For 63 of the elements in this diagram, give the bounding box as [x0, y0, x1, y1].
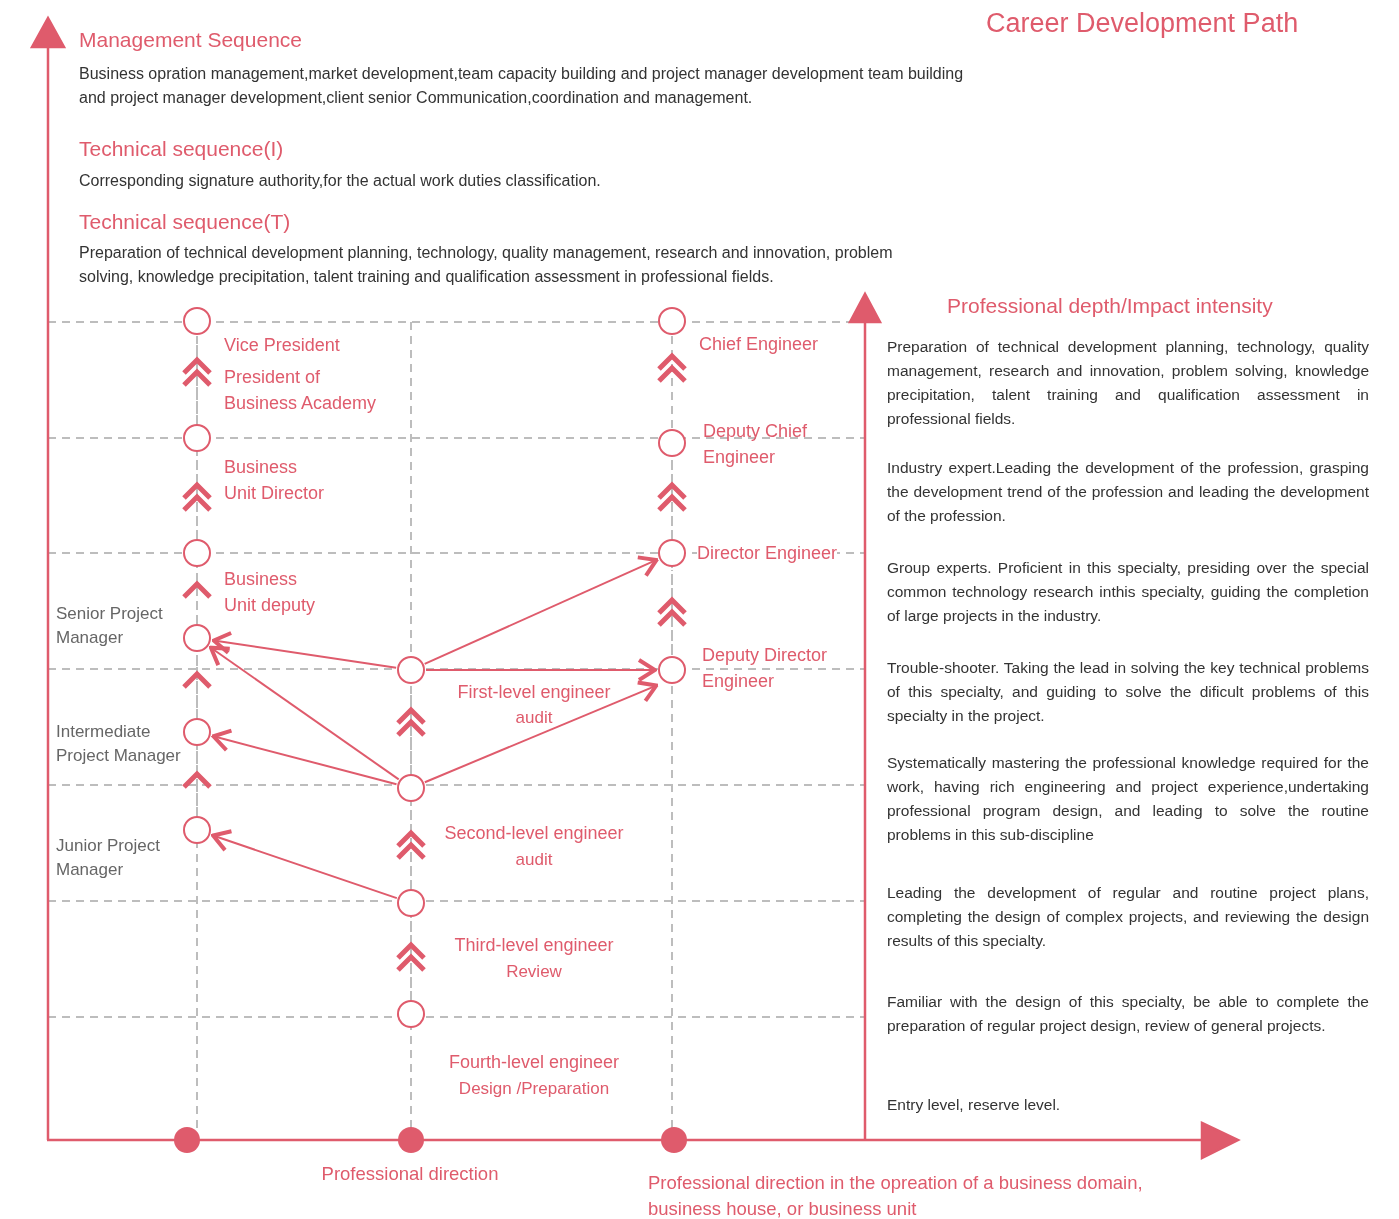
- arrow: [211, 631, 398, 669]
- position-label: Vice President: [224, 334, 341, 357]
- level-circle: [397, 889, 425, 917]
- chevron-arrow: [395, 686, 427, 774]
- level-description: Trouble-shooter. Taking the lead in solving the key technical problems of this specialty, and guiding to solve the dificult problems of this specialty in the project.: [887, 658, 1369, 726]
- level-circle: [183, 424, 211, 452]
- arrow: [211, 728, 398, 786]
- level-circle: [658, 656, 686, 684]
- position-label: Chief Engineer: [699, 333, 820, 356]
- level-circle: [397, 774, 425, 802]
- chevron-arrow: [395, 919, 427, 1000]
- axis-title: Professional depth/Impact intensity: [947, 293, 1273, 319]
- level-description: Entry level, reserve level.: [887, 1095, 1062, 1115]
- level-description: Preparation of technical development planning, technology, quality management, research and innovation, problem solving, knowledge precipitation, talent training and qualification assessment in professional fields.: [887, 337, 1369, 429]
- position-label: First-level engineer: [456, 681, 612, 704]
- arrow: [425, 658, 657, 682]
- level-circle: [658, 539, 686, 567]
- task-label: audit: [514, 849, 554, 871]
- arrow: [423, 555, 659, 665]
- level-circle: [658, 429, 686, 457]
- position-label: Fourth-level engineer: [447, 1051, 621, 1074]
- level-circle: [183, 624, 211, 652]
- level-circle: [397, 656, 425, 684]
- position-label: Business Unit Director: [224, 456, 326, 505]
- position-label: President of Business Academy: [224, 366, 378, 415]
- position-label: Third-level engineer: [453, 934, 615, 957]
- arrow: [423, 680, 659, 784]
- position-label: Junior Project Manager: [56, 835, 161, 881]
- position-label: Intermediate Project Manager: [56, 721, 182, 767]
- chevron-arrow: [181, 337, 213, 424]
- level-circle: [183, 718, 211, 746]
- chevron-arrow: [656, 459, 688, 539]
- axis-label: Professional direction in the opreation of a business domain, business house, or business unit: [648, 1171, 1144, 1219]
- arrow: [211, 829, 398, 900]
- level-circle: [658, 307, 686, 335]
- position-label: Business Unit deputy: [224, 568, 317, 617]
- section-heading: Management Sequence: [79, 27, 302, 53]
- level-description: Leading the development of regular and routine project plans, completing the design of complex projects, and reviewing the design results of this specialty.: [887, 883, 1369, 951]
- section-description: Corresponding signature authority,for the actual work duties classification.: [79, 171, 602, 191]
- section-heading: Technical sequence(T): [79, 209, 291, 235]
- position-label: Deputy Director Engineer: [702, 644, 829, 693]
- section-description: Business opration management,market development,team capacity building and project manager development team building and project manager development,client senior Communication,coordination and management.: [79, 64, 965, 108]
- level-circle: [183, 307, 211, 335]
- position-label: Deputy Chief Engineer: [703, 420, 809, 469]
- level-description: Industry expert.Leading the development of the profession, grasping the development trend of the profession and leading the development of the profession.: [887, 458, 1369, 526]
- chevron-arrow: [656, 569, 688, 656]
- task-label: audit: [514, 707, 554, 729]
- level-circle: [183, 816, 211, 844]
- section-description: Preparation of technical development planning, technology, quality management, research and innovation, problem solving, knowledge precipitation, talent training and qualification assessment in professional fields.: [79, 243, 894, 287]
- position-label: Senior Project Manager: [56, 603, 164, 649]
- section-heading: Technical sequence(I): [79, 136, 284, 162]
- level-description: Systematically mastering the professional knowledge required for the work, having rich engineering and project experience,undertaking professional program design, and leading to solve the routine problems in this sub-discipline: [887, 753, 1369, 845]
- level-description: Familiar with the design of this specialty, be able to complete the preparation of regular project design, review of general projects.: [887, 992, 1369, 1036]
- task-label: Review: [505, 961, 563, 983]
- chevron-arrow: [656, 337, 688, 429]
- axis-label: Professional direction: [320, 1162, 500, 1186]
- level-circle: [183, 539, 211, 567]
- arrow: [208, 645, 400, 781]
- title: Career Development Path: [986, 7, 1299, 40]
- level-description: Group experts. Proficient in this specialty, presiding over the special common technology research inthis specialty, guiding the completion of large projects in the industry.: [887, 558, 1369, 626]
- task-label: Design /Preparation: [457, 1078, 611, 1100]
- level-circle: [397, 1000, 425, 1028]
- position-label: Second-level engineer: [443, 822, 625, 845]
